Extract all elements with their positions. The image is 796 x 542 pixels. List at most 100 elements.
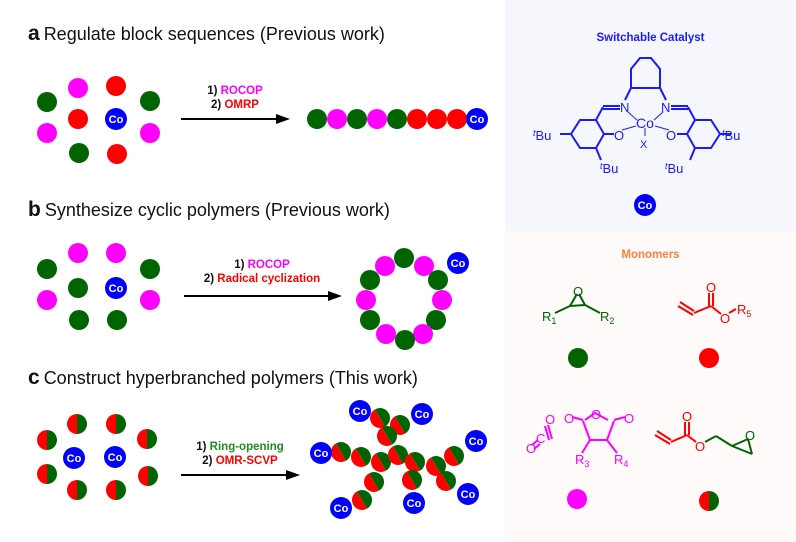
catalyst-title: Switchable Catalyst [596,32,705,44]
green-monomer-dot [107,310,127,330]
branch-monomer-dot [352,490,372,510]
atom-n-right: N [661,100,670,115]
red-monomer-dot [106,76,126,96]
red-monomer-dot [107,144,127,164]
magenta-monomer-dot [106,243,126,263]
svg-text:Co: Co [109,283,124,295]
branch-monomer-dot [364,472,384,492]
atom-co: Co [636,115,654,131]
svg-text:R1: R1 [542,309,556,326]
svg-text:R4: R4 [614,452,628,469]
green-monomer-dot [69,143,89,163]
branch-monomer-dot [331,442,351,462]
glycidyl-acrylate-dot [138,466,158,486]
co-chain-end: Co [330,497,352,519]
chain-monomer-dot [387,109,407,129]
glycidyl-acrylate-dot [37,464,57,484]
green-monomer-dot [37,92,57,112]
co-sphere: Co [105,108,127,130]
ring-monomer-dot [375,256,395,276]
ring-monomer-dot [413,324,433,344]
monomer-glycidyl-acrylate [654,422,753,455]
ring-monomer-dot [356,290,376,310]
svg-text:Co: Co [415,409,430,421]
glycidyl-acrylate-dot [37,430,57,450]
svg-text:R3: R3 [575,452,589,469]
reaction-arrow-b [184,291,342,301]
tbu-bottom-right: tBu [665,161,683,176]
branch-monomer-dot [377,426,397,446]
magenta-monomer-dot [37,290,57,310]
step-ring-opening: Ring-opening [209,441,284,453]
chain-monomer-dot [447,109,467,129]
glycidyl-acrylate-dot [67,480,87,500]
co-chain-end: Co [411,403,433,425]
svg-text:Co: Co [334,503,349,515]
green-monomer-dot [140,259,160,279]
svg-text:Co: Co [451,258,466,270]
svg-text:O: O [545,412,555,427]
svg-text:Co: Co [108,452,123,464]
co-chain-end: Co [310,442,332,464]
green-monomer-dot [140,91,160,111]
tbu-right: tBu [722,128,740,143]
svg-text:O: O [573,284,583,299]
chain-monomer-dot [407,109,427,129]
green-monomer-dot [68,278,88,298]
branch-monomer-dot [371,452,391,472]
monomers-title: Monomers [621,249,680,261]
magenta-monomer-dot [37,123,57,143]
green-monomer-dot [69,310,89,330]
ring-monomer-dot [376,324,396,344]
monomer-legend-glycidyl-acrylate-dot [699,491,719,511]
co-chain-end: Co [465,430,487,452]
atom-n-left: N [620,100,629,115]
ring-monomer-dot [395,330,415,350]
catalyst-atom-labels: N N Co O O X tBu tBu tBu tBu [533,100,740,176]
svg-text:O: O [720,311,730,326]
ring-monomer-dot [432,290,452,310]
chain-monomer-dot [327,109,347,129]
svg-text:Co: Co [638,200,653,212]
co-sphere: Co [63,447,85,469]
branch-monomer-dot [405,452,425,472]
svg-text:O: O [624,411,634,426]
svg-text:O: O [564,411,574,426]
branch-monomer-dot [426,456,446,476]
monomer-co2-anhydride [531,411,626,454]
catalyst-structure [560,57,731,161]
monomer-epoxide [554,293,601,314]
co-sphere: Co [105,277,127,299]
svg-text:O: O [682,409,692,424]
monomer-legend-co2-anhydride-dot [567,489,587,509]
glycidyl-acrylate-dot [106,480,126,500]
co-sphere: Co [104,446,126,468]
magenta-monomer-dot [140,290,160,310]
svg-text:Co: Co [469,436,484,448]
svg-text:Co: Co [109,114,124,126]
branch-monomer-dot [444,446,464,466]
svg-text:O: O [745,428,755,443]
tbu-left: tBu [533,128,551,143]
atom-o-left: O [614,128,624,143]
chain-monomer-dot [307,109,327,129]
svg-text:Co: Co [407,498,422,510]
monomer-legend-epoxide-dot [568,348,588,368]
svg-text:R2: R2 [600,309,614,326]
ring-monomer-dot [360,270,380,290]
branch-monomer-dot [388,445,408,465]
svg-text:Co: Co [314,448,329,460]
ring-monomer-dot [428,270,448,290]
glycidyl-acrylate-labels: O O O [682,409,755,454]
ring-monomer-dot [426,310,446,330]
co-chain-end: Co [403,492,425,514]
svg-text:O: O [695,439,705,454]
branch-monomer-dot [436,471,456,491]
tbu-bottom-left: tBu [600,161,618,176]
catalyst-co-badge: Co [634,194,656,216]
section-c-steps: 1) Ring-opening 2) OMR-SCVP [196,441,284,467]
step-rocop: ROCOP [220,85,263,97]
svg-text:C: C [536,431,545,446]
